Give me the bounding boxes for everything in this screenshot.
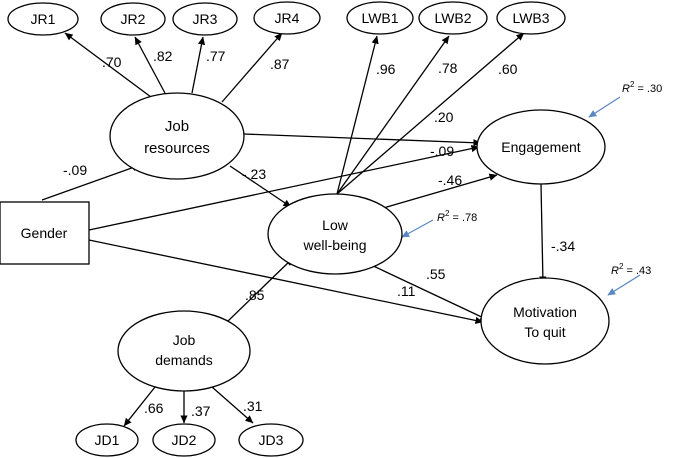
r-squared-labels: R2 = .30 R2 = .78 R2 = .43 <box>437 80 662 277</box>
edge-gender-jr <box>41 164 141 201</box>
coef-jr-jr4: .87 <box>270 56 290 72</box>
coef-jd-jd1: .66 <box>144 400 164 416</box>
coef-jr-jr1: .70 <box>102 54 122 70</box>
edge-jr-jr3 <box>191 36 206 94</box>
edge-jr-engagement <box>243 133 482 147</box>
coef-jr-jr3: .77 <box>206 48 226 64</box>
edge-jd-jd1 <box>123 386 156 427</box>
node-lwb1: LWB1 <box>346 1 414 35</box>
node-lwb3: LWB3 <box>496 1 566 35</box>
node-jd2: JD2 <box>152 423 216 457</box>
node-job-demands-label-line1: Job <box>173 332 196 348</box>
edge-gender-mtq <box>88 239 484 324</box>
edge-jr-jr2 <box>134 36 167 96</box>
edge-jd-jd3 <box>211 386 254 424</box>
coef-lwb-lwb1: .96 <box>376 61 396 77</box>
node-jr4-label: JR4 <box>275 10 300 26</box>
r2-arrow-low-wellbeing <box>401 219 434 238</box>
r2-symbol: R <box>611 265 619 277</box>
node-jr1-label: JR1 <box>31 11 56 27</box>
node-engagement-label: Engagement <box>501 139 581 155</box>
edges <box>41 32 641 427</box>
edge-jd-lwb <box>226 257 294 323</box>
coef-gender-mtq: .11 <box>397 283 416 299</box>
node-low-wellbeing-label-line1: Low <box>322 217 349 233</box>
coef-jr-lwb: -.23 <box>242 166 266 182</box>
node-lwb2-label: LWB2 <box>434 10 471 26</box>
coef-jd-jd3: .31 <box>243 398 263 414</box>
r2-symbol: R <box>437 212 445 224</box>
r2-value-low-wellbeing: = .78 <box>449 212 477 224</box>
node-jr4: JR4 <box>253 1 321 35</box>
node-job-resources-label-line1: Job <box>165 118 189 135</box>
node-jd2-label: JD2 <box>172 432 197 448</box>
node-motivation-to-quit: Motivation To quit <box>480 277 610 365</box>
node-lwb3-label: LWB3 <box>512 10 549 26</box>
node-low-wellbeing-label-line2: well-being <box>302 237 366 253</box>
node-lwb2: LWB2 <box>418 1 488 35</box>
coef-gender-jr: -.09 <box>63 162 87 178</box>
node-job-resources: Job resources <box>109 92 245 180</box>
node-job-demands-label-line2: demands <box>155 352 213 368</box>
node-jr1: JR1 <box>7 2 79 36</box>
edge-jr-jr4 <box>221 32 283 103</box>
node-jd1-label: JD1 <box>95 432 120 448</box>
node-jr3: JR3 <box>172 2 238 36</box>
r2-value-engagement: = .30 <box>634 83 662 95</box>
node-engagement: Engagement <box>476 109 606 185</box>
nodes: JR1 JR2 JR3 JR4 LWB1 LWB2 LWB3 <box>0 1 610 457</box>
node-gender: Gender <box>0 201 90 265</box>
edge-lwb-lwb3 <box>336 32 525 195</box>
edge-lwb-engagement <box>379 173 498 210</box>
coef-jr-jr2: .82 <box>153 48 173 64</box>
edge-lwb-lwb2 <box>336 35 450 195</box>
r2-exponent: 2 <box>619 262 624 271</box>
r2-engagement: R2 = .30 <box>622 80 662 95</box>
node-gender-label: Gender <box>21 225 68 241</box>
node-jr2: JR2 <box>100 2 166 36</box>
r2-symbol: R <box>622 83 630 95</box>
node-jd1: JD1 <box>75 423 139 457</box>
edge-lwb-lwb1 <box>336 35 379 195</box>
r2-exponent: 2 <box>630 80 635 89</box>
coef-jr-engagement: .20 <box>434 109 454 125</box>
node-jr2-label: JR2 <box>121 11 146 27</box>
node-job-demands: Job demands <box>117 310 251 392</box>
coef-lwb-lwb2: .78 <box>438 60 458 76</box>
coef-jd-jd2: .37 <box>191 403 211 419</box>
r2-arrow-engagement <box>588 96 621 118</box>
edge-jr-lwb <box>229 165 292 208</box>
node-low-wellbeing: Low well-being <box>267 193 403 275</box>
r2-low-wellbeing: R2 = .78 <box>437 209 477 224</box>
node-lwb1-label: LWB1 <box>361 10 398 26</box>
coef-lwb-lwb3: .60 <box>498 61 518 77</box>
r2-motivation-to-quit: R2 = .43 <box>611 262 651 277</box>
coef-jd-lwb: .85 <box>245 287 265 303</box>
coef-lwb-engagement: -.46 <box>438 172 462 188</box>
coef-gender-engagement: -.09 <box>430 143 454 159</box>
node-jr3-label: JR3 <box>193 11 218 27</box>
r2-exponent: 2 <box>445 209 450 218</box>
edge-gender-engagement <box>88 145 480 231</box>
node-job-resources-label-line2: resources <box>144 140 210 157</box>
node-jd3-label: JD3 <box>259 432 284 448</box>
coefficient-labels: .70 .82 .77 .87 .96 .78 .60 .20 -.09 -.0… <box>63 48 575 419</box>
node-motivation-to-quit-label-line1: Motivation <box>513 304 577 320</box>
coef-engagement-mtq: -.34 <box>551 238 575 254</box>
edge-jr-jr1 <box>64 32 156 101</box>
node-jd3: JD3 <box>238 423 304 457</box>
r2-arrow-motivation-to-quit <box>607 274 641 296</box>
edge-engagement-mtq <box>539 183 547 285</box>
r2-value-motivation-to-quit: = .43 <box>623 265 651 277</box>
node-motivation-to-quit-label-line2: To quit <box>524 324 565 340</box>
edge-lwb-mtq <box>366 262 489 321</box>
coef-lwb-mtq: .55 <box>426 266 446 282</box>
